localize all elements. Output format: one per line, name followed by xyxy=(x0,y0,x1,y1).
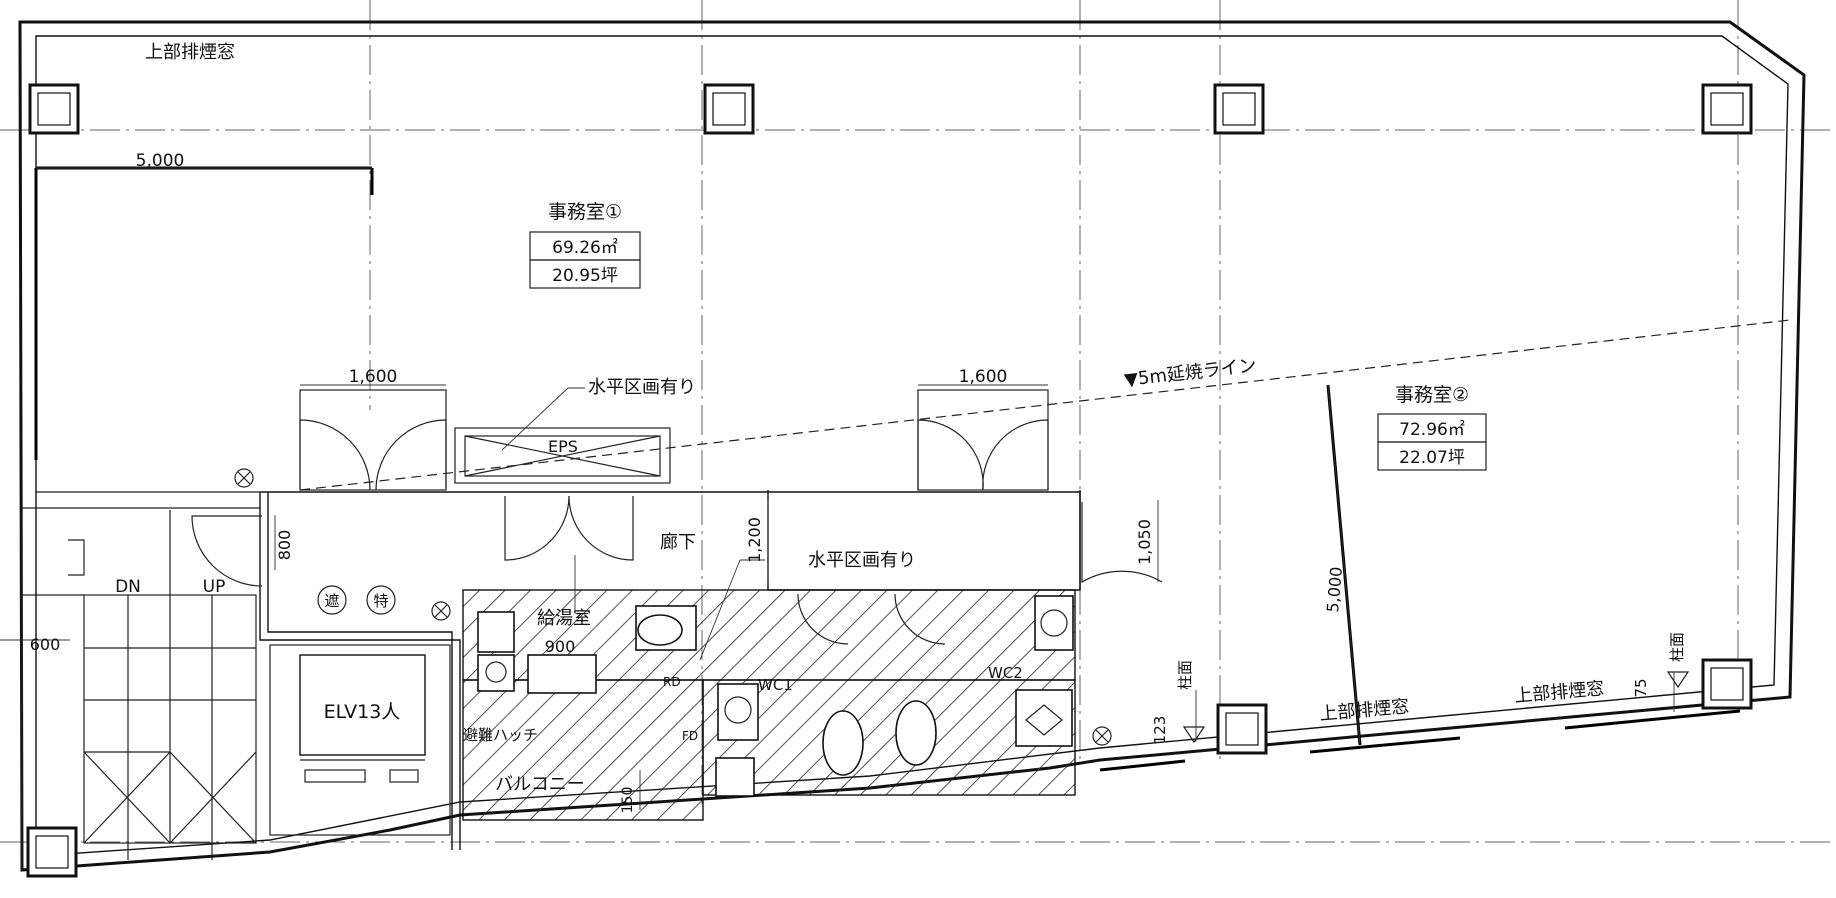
column-face-label-2: 柱面 xyxy=(1668,632,1686,662)
stair-up-label: UP xyxy=(203,577,226,597)
toilet-1 xyxy=(822,710,864,776)
markers xyxy=(234,468,1690,746)
fixtures xyxy=(477,595,1074,797)
kitchenette-label: 給湯室 xyxy=(537,608,591,629)
dim-75: 75 xyxy=(1632,678,1650,697)
corridor-label: 廊下 xyxy=(660,532,696,553)
office2-area-tsubo: 22.07坪 xyxy=(1399,448,1465,468)
horizontal-division-label-2: 水平区画有り xyxy=(808,550,916,571)
column-face-label-1: 柱面 xyxy=(1176,660,1194,690)
x-marker-1 xyxy=(234,468,254,488)
dim-123: 123 xyxy=(1151,716,1169,745)
box-fixture xyxy=(715,757,755,797)
dim-5000-top: 5,000 xyxy=(136,151,185,171)
evacuation-hatch-label: 避難ハッチ xyxy=(463,726,538,744)
smoke-window-top-label: 上部排煙窓 xyxy=(145,42,235,63)
office1-name: 事務室① xyxy=(548,201,622,223)
fire-spread-line-label: ▼5m延焼ライン xyxy=(1123,355,1257,391)
shield-mark-2: 特 xyxy=(373,592,388,610)
wet-area xyxy=(462,589,1076,821)
floor-drain-label: FD xyxy=(682,729,698,743)
stair-down-label: DN xyxy=(115,577,141,597)
toilet-2 xyxy=(895,700,937,766)
dim-150: 150 xyxy=(620,787,636,814)
balcony-label: バルコニー xyxy=(495,774,585,795)
shield-mark-circle-2 xyxy=(366,585,396,615)
x-marker-3 xyxy=(1092,726,1112,746)
elevator-label: ELV13人 xyxy=(324,701,401,723)
horizontal-division-label-1: 水平区画有り xyxy=(588,377,696,398)
wc2-label: WC2 xyxy=(988,664,1023,682)
column-face-arrow-1 xyxy=(1182,726,1206,744)
dim-1050: 1,050 xyxy=(1135,519,1154,565)
office2-area-m2: 72.96㎡ xyxy=(1399,420,1465,440)
shield-mark-1: 遮 xyxy=(324,592,339,610)
elevator xyxy=(269,644,451,836)
dim-600: 600 xyxy=(30,635,61,654)
column-face-arrow-2 xyxy=(1666,671,1690,689)
dimension-lines xyxy=(0,167,1675,810)
dim-800: 800 xyxy=(275,530,294,561)
dimension-labels: 5,000 1,600 1,600 800 600 900 1,200 1,05… xyxy=(30,151,1650,813)
shield-mark-circle-1 xyxy=(317,585,347,615)
office1-area-tsubo: 20.95坪 xyxy=(552,266,618,286)
office2-name: 事務室② xyxy=(1395,384,1469,406)
washbasin-3 xyxy=(717,683,759,741)
x-marker-2 xyxy=(431,601,451,621)
dim-1600-left: 1,600 xyxy=(349,367,398,387)
dim-900: 900 xyxy=(545,637,576,656)
columns xyxy=(26,83,1753,878)
mop-sink xyxy=(1015,689,1073,747)
dim-1600-right: 1,600 xyxy=(959,367,1008,387)
wc1-label: WC1 xyxy=(758,676,793,694)
dim-1200: 1,200 xyxy=(745,517,764,563)
sink-fixture xyxy=(477,611,515,653)
dim-5000-diag: 5,000 xyxy=(1323,566,1346,613)
office1-area-m2: 69.26㎡ xyxy=(552,238,618,258)
stove-fixture xyxy=(477,654,515,692)
eps-label: EPS xyxy=(548,437,578,456)
counter-fixture xyxy=(527,654,597,694)
rain-pipe-label: RD xyxy=(663,675,681,689)
